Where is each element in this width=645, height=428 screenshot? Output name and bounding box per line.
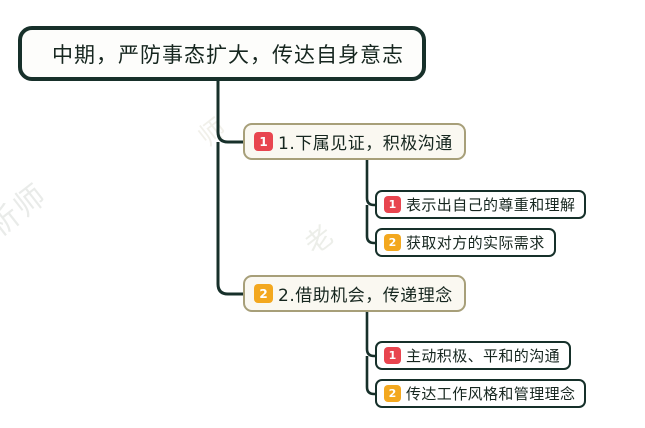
number-badge-icon: 2 xyxy=(384,385,401,402)
leaf-node-label: 获取对方的实际需求 xyxy=(406,234,545,252)
mindmap-branch-node-1[interactable]: 1 1.下属见证，积极沟通 xyxy=(243,123,466,160)
leaf-node-label: 表示出自己的尊重和理解 xyxy=(406,196,576,214)
watermark-text: 师 xyxy=(193,112,234,153)
number-badge-icon: 1 xyxy=(384,196,401,213)
mindmap-leaf-node-2-2[interactable]: 2 传达工作风格和管理理念 xyxy=(375,379,587,408)
root-node-label: 中期，严防事态扩大，传达自身意志 xyxy=(52,42,404,67)
number-badge-icon: 2 xyxy=(254,284,273,303)
mindmap-root-node[interactable]: 中期，严防事态扩大，传达自身意志 xyxy=(18,26,426,81)
watermark-text: 析师 xyxy=(0,177,55,245)
number-badge-icon: 1 xyxy=(384,347,401,364)
branch-node-label: 2.借助机会，传递理念 xyxy=(278,286,453,306)
number-badge-icon: 2 xyxy=(384,234,401,251)
leaf-node-label: 主动积极、平和的沟通 xyxy=(406,347,561,365)
leaf-node-label: 传达工作风格和管理理念 xyxy=(406,385,576,403)
mindmap-leaf-node-1-2[interactable]: 2 获取对方的实际需求 xyxy=(375,228,556,257)
number-badge-icon: 1 xyxy=(254,132,273,151)
mindmap-leaf-node-2-1[interactable]: 1 主动积极、平和的沟通 xyxy=(375,341,572,370)
branch-node-label: 1.下属见证，积极沟通 xyxy=(278,134,453,154)
mindmap-branch-node-2[interactable]: 2 2.借助机会，传递理念 xyxy=(243,275,466,312)
watermark-text: 老 xyxy=(299,218,342,262)
mindmap-leaf-node-1-1[interactable]: 1 表示出自己的尊重和理解 xyxy=(375,190,587,219)
